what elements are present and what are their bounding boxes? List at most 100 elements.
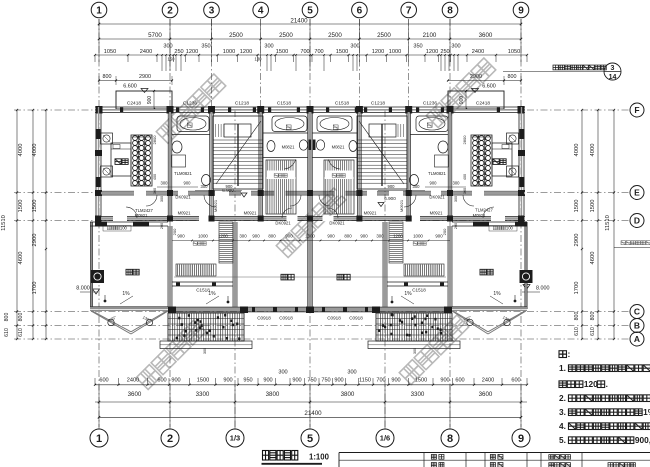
svg-text:900: 900: [334, 378, 343, 384]
svg-text:3800: 3800: [341, 391, 355, 398]
svg-text:9: 9: [518, 6, 524, 17]
svg-text:1%: 1%: [404, 291, 412, 297]
svg-text:M0821: M0821: [282, 145, 295, 150]
svg-text:900: 900: [435, 234, 443, 239]
svg-text:2800: 2800: [152, 135, 157, 145]
svg-text:C2418: C2418: [476, 101, 490, 107]
svg-text:2500: 2500: [377, 32, 391, 39]
svg-text:300: 300: [278, 370, 287, 376]
svg-text:C0918: C0918: [257, 316, 271, 321]
svg-text:610: 610: [4, 328, 10, 337]
svg-text:2900: 2900: [574, 234, 580, 247]
svg-text:1000: 1000: [198, 234, 208, 239]
svg-text:3600: 3600: [479, 391, 493, 398]
svg-text:C1218: C1218: [235, 101, 249, 107]
svg-text:1: 1: [96, 433, 102, 445]
svg-text:1: 1: [96, 6, 102, 17]
svg-text:6.900: 6.900: [384, 196, 396, 201]
svg-text:3300: 3300: [411, 391, 425, 398]
svg-text:2400: 2400: [482, 378, 494, 384]
svg-text:1000: 1000: [413, 234, 423, 239]
svg-text:2.: 2.: [559, 393, 566, 403]
svg-text:800: 800: [4, 313, 10, 322]
svg-text:DK0921: DK0921: [329, 221, 345, 226]
svg-text:300: 300: [163, 44, 172, 50]
svg-text:M0821: M0821: [332, 145, 345, 150]
svg-text:800: 800: [344, 234, 352, 239]
svg-text:3600: 3600: [128, 391, 142, 398]
svg-text:4000: 4000: [590, 144, 596, 157]
svg-text:300: 300: [463, 188, 467, 194]
svg-text:C1218: C1218: [371, 101, 385, 107]
svg-text:8.000: 8.000: [76, 286, 90, 292]
svg-text:3: 3: [209, 6, 215, 17]
svg-text:300: 300: [161, 181, 169, 186]
svg-text:300: 300: [451, 44, 460, 50]
svg-text:1%: 1%: [208, 291, 216, 297]
svg-text:200: 200: [172, 228, 177, 235]
svg-text:8.000: 8.000: [536, 286, 550, 292]
svg-text:900: 900: [360, 234, 368, 239]
svg-text:300: 300: [153, 188, 157, 194]
svg-text:C1518: C1518: [335, 101, 349, 107]
svg-text:1700: 1700: [574, 282, 580, 295]
svg-text:4000: 4000: [574, 144, 580, 157]
svg-text:M0921: M0921: [399, 199, 404, 212]
svg-text:800: 800: [103, 74, 112, 80]
svg-text:6: 6: [357, 6, 363, 17]
svg-text:TLM2427: TLM2427: [135, 208, 153, 213]
svg-text:700: 700: [314, 49, 323, 55]
svg-text:900: 900: [430, 181, 438, 186]
svg-text:4000: 4000: [32, 144, 38, 157]
svg-text:F: F: [634, 105, 639, 115]
svg-text:1%: 1%: [643, 407, 650, 417]
svg-text:600: 600: [157, 378, 166, 384]
svg-text:900: 900: [440, 378, 449, 384]
svg-text:300: 300: [201, 184, 209, 189]
svg-text:DK0921: DK0921: [175, 195, 191, 200]
svg-text:11510: 11510: [605, 215, 611, 231]
svg-text:900: 900: [391, 378, 400, 384]
svg-text:5: 5: [307, 433, 313, 445]
svg-text:1500: 1500: [415, 378, 427, 384]
svg-text:300: 300: [376, 234, 384, 239]
svg-text:610: 610: [18, 328, 24, 337]
svg-text:300: 300: [350, 44, 359, 50]
svg-text:2400: 2400: [127, 378, 139, 384]
svg-text:C0918: C0918: [279, 316, 293, 321]
svg-text:2500: 2500: [279, 32, 293, 39]
svg-text:600: 600: [99, 378, 108, 384]
svg-text:3300: 3300: [196, 391, 210, 398]
svg-text:1050: 1050: [508, 49, 520, 55]
svg-text:5.: 5.: [559, 435, 566, 445]
svg-text:750: 750: [321, 378, 330, 384]
svg-text:750: 750: [307, 378, 316, 384]
svg-text:3800: 3800: [266, 391, 280, 398]
svg-text:C0918: C0918: [327, 316, 341, 321]
svg-text:900: 900: [147, 96, 153, 105]
svg-text:900: 900: [177, 234, 185, 239]
svg-text:1500: 1500: [276, 49, 288, 55]
svg-text:300: 300: [454, 196, 458, 202]
svg-text:5700: 5700: [148, 32, 162, 39]
svg-text:1500: 1500: [18, 200, 24, 213]
svg-text:6.600: 6.600: [123, 84, 137, 90]
svg-text:2: 2: [167, 433, 173, 445]
svg-text:135°: 135°: [107, 314, 117, 322]
svg-text:2400: 2400: [140, 49, 152, 55]
svg-text:610: 610: [574, 327, 580, 336]
svg-text:2500: 2500: [229, 32, 243, 39]
svg-text:130: 130: [255, 57, 263, 62]
svg-text:1050: 1050: [104, 49, 116, 55]
svg-text:C: C: [634, 307, 640, 317]
svg-text:2900: 2900: [470, 74, 482, 80]
svg-text:M0921: M0921: [364, 211, 377, 216]
svg-text:9: 9: [518, 433, 524, 445]
svg-text:3600: 3600: [479, 32, 493, 39]
svg-text:M0921: M0921: [135, 213, 148, 218]
svg-text:1500: 1500: [197, 378, 209, 384]
svg-text:135°: 135°: [142, 315, 152, 323]
svg-text:5: 5: [307, 6, 313, 17]
svg-text:3.: 3.: [559, 407, 566, 417]
svg-text:C1236: C1236: [183, 101, 197, 107]
